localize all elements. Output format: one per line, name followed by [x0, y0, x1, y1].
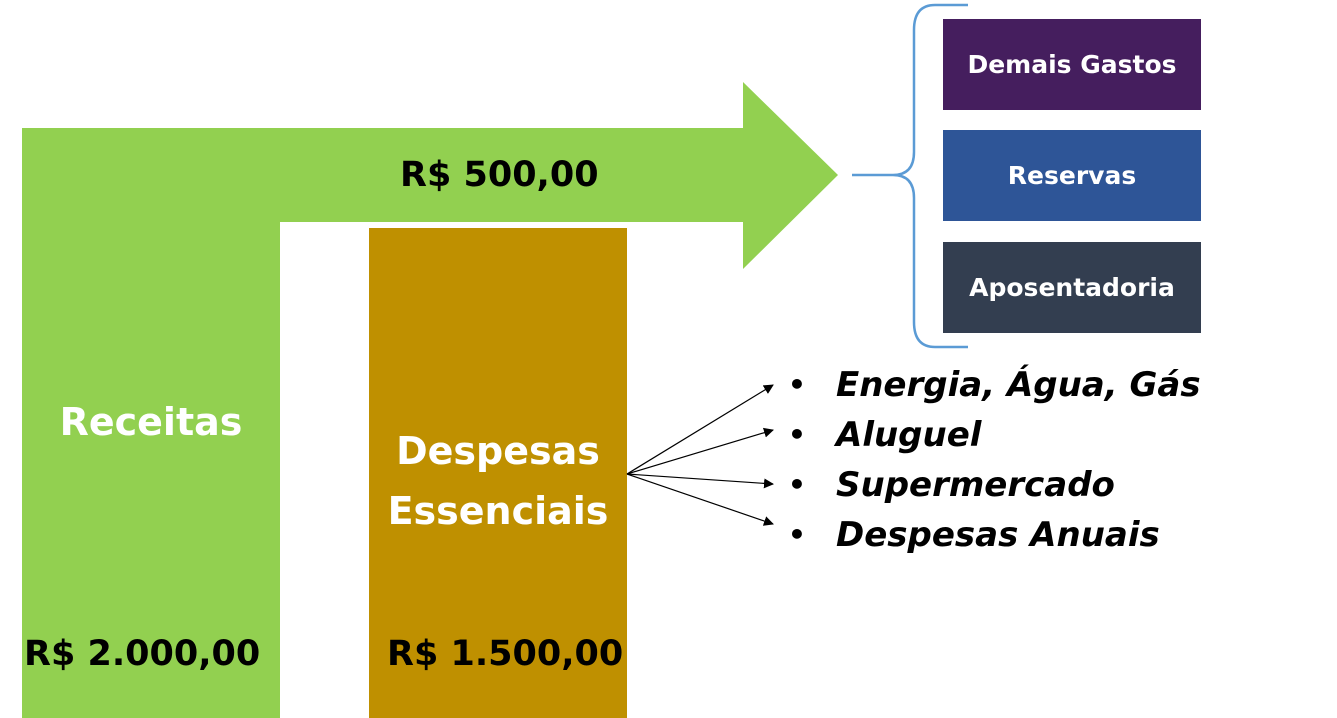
list-item: • Supermercado — [788, 460, 1201, 510]
reservas-box: Reservas — [943, 130, 1201, 221]
bullet-icon: • — [788, 418, 806, 451]
list-item: • Energia, Água, Gás — [788, 360, 1201, 410]
connector-arrow-2 — [626, 427, 774, 475]
despesas-label: Despesas Essenciais — [369, 421, 627, 541]
despesas-label-line2: Essenciais — [387, 489, 609, 533]
brace-shape — [852, 3, 968, 349]
list-item-label: Aluguel — [836, 415, 982, 455]
aposentadoria-box: Aposentadoria — [943, 242, 1201, 333]
despesas-label-line1: Despesas — [396, 429, 600, 473]
list-item-label: Supermercado — [836, 465, 1115, 505]
connector-arrow-4 — [626, 473, 774, 526]
bullet-icon: • — [788, 518, 806, 551]
bullet-icon: • — [788, 368, 806, 401]
list-item: • Aluguel — [788, 410, 1201, 460]
connector-arrow-1 — [626, 384, 774, 475]
receitas-value: R$ 2.000,00 — [24, 634, 261, 674]
list-item-label: Energia, Água, Gás — [836, 365, 1201, 405]
bullet-icon: • — [788, 468, 806, 501]
surplus-value: R$ 500,00 — [400, 155, 599, 195]
list-item: • Despesas Anuais — [788, 510, 1201, 560]
list-item-label: Despesas Anuais — [836, 515, 1160, 555]
receitas-arrow-shape — [22, 82, 838, 718]
despesas-column — [369, 228, 627, 718]
receitas-label: Receitas — [59, 400, 243, 444]
despesas-value: R$ 1.500,00 — [387, 634, 624, 674]
demais-gastos-box: Demais Gastos — [943, 19, 1201, 110]
essential-expenses-list: • Energia, Água, Gás • Aluguel • Supermerca… — [788, 360, 1201, 560]
connector-arrow-3 — [626, 473, 774, 489]
